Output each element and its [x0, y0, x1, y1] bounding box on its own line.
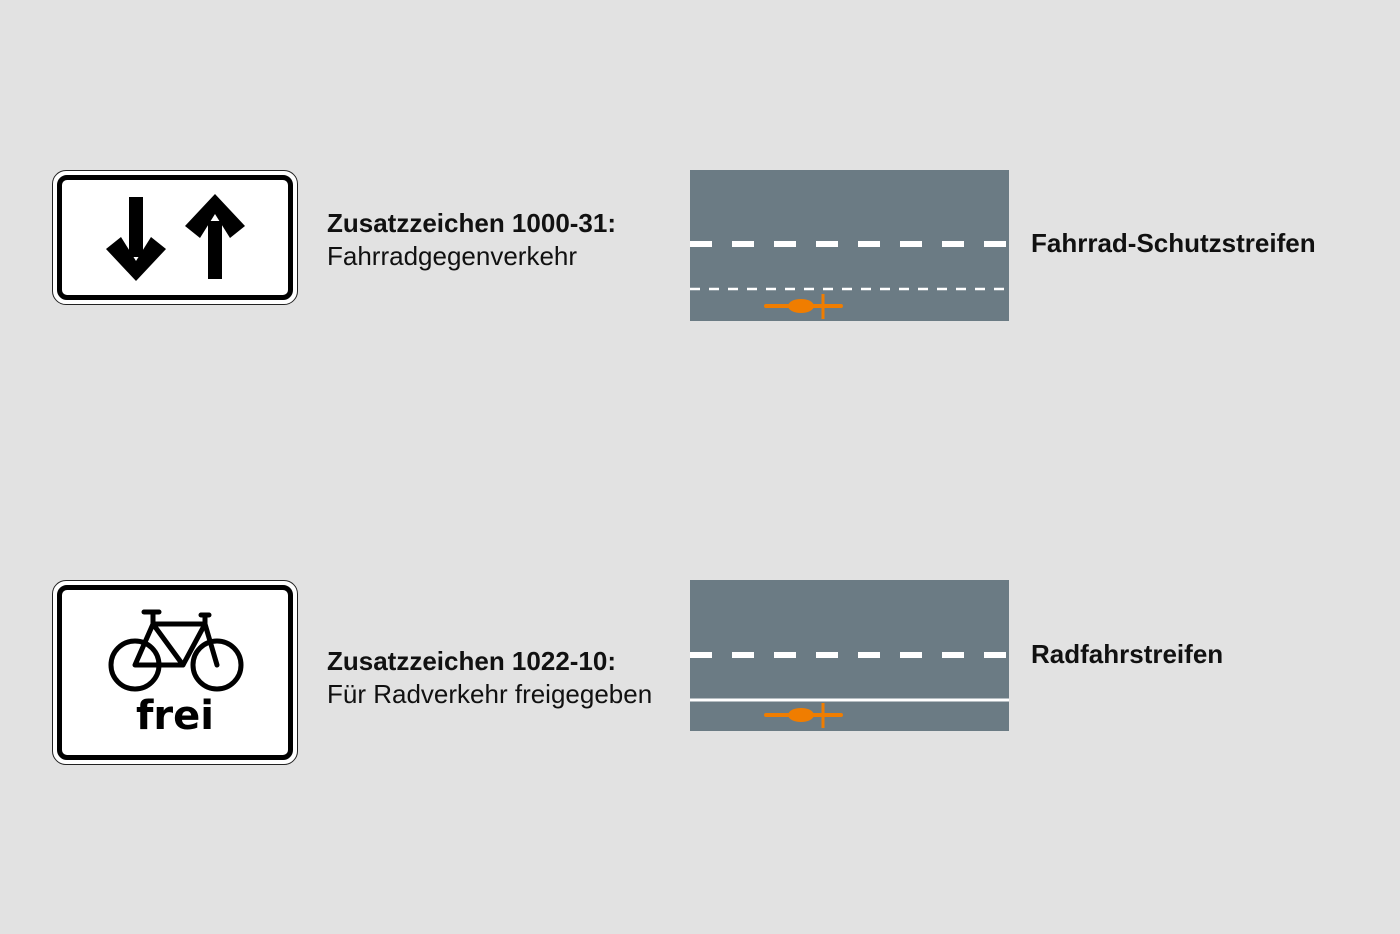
sign-border [57, 175, 293, 300]
caption-title: Zusatzzeichen 1000-31: [327, 208, 617, 238]
cyclist-icon [764, 703, 843, 728]
road-label: Fahrrad-Schutzstreifen [1031, 228, 1316, 258]
sign-text: frei [136, 693, 214, 739]
road-label: Radfahrstreifen [1031, 639, 1224, 669]
cyclist-icon [764, 294, 843, 319]
sign-border [57, 585, 293, 760]
bicycle-icon [108, 609, 244, 692]
opposing-arrows-icon [106, 194, 245, 281]
sign-zusatzzeichen-1000-31 [52, 170, 298, 305]
caption-2: Zusatzzeichen 1022-10: Für Radverkehr fr… [327, 645, 652, 711]
sign-zusatzzeichen-1022-10: frei [52, 580, 298, 765]
caption-1: Zusatzzeichen 1000-31: Fahrradgegenverke… [327, 207, 616, 273]
road-diagram-radfahrstreifen [690, 580, 1009, 731]
arrow-down-icon [106, 197, 166, 281]
caption-title: Zusatzzeichen 1022-10: [327, 646, 617, 676]
caption-description: Für Radverkehr freigegeben [327, 679, 653, 709]
arrow-up-icon [185, 194, 245, 279]
caption-description: Fahrradgegenverkehr [327, 241, 578, 271]
road-diagram-schutzstreifen [690, 170, 1009, 321]
